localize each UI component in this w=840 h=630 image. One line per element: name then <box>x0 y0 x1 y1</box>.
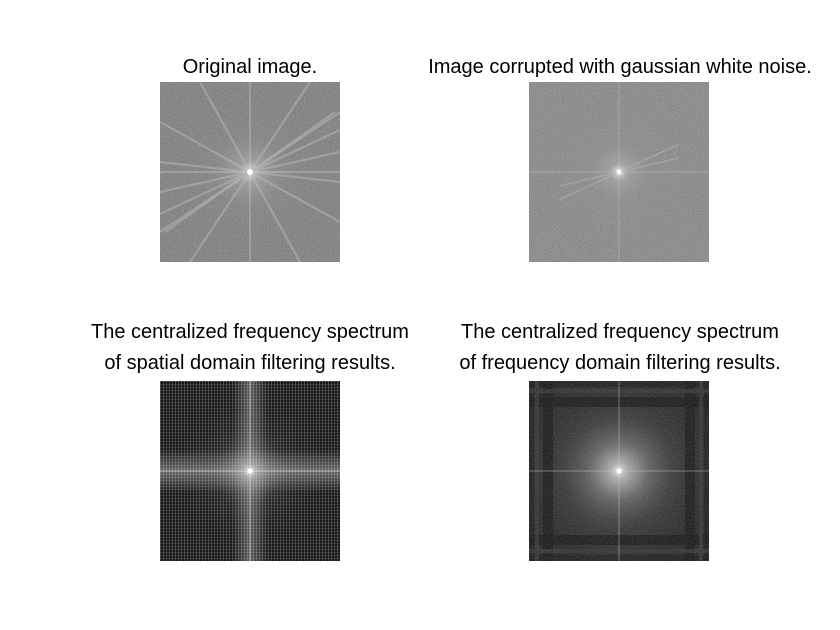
panel-title-line: Image corrupted with gaussian white nois… <box>428 56 812 78</box>
spectrum-spatial-svg <box>160 381 340 561</box>
panel-title-line: The centralized frequency spectrum <box>461 321 779 343</box>
spectrum-image-original <box>160 82 340 262</box>
panel-title-line: The centralized frequency spectrum <box>91 321 409 343</box>
panel-title-line: of frequency domain filtering results. <box>459 352 781 374</box>
panel-title-noisy: Image corrupted with gaussian white nois… <box>400 52 840 83</box>
spectrum-image-spatial-filter <box>160 381 340 561</box>
spectrum-image-noisy <box>529 82 709 262</box>
spectrum-noisy-svg <box>529 82 709 262</box>
spectrum-frequency-svg <box>529 381 709 561</box>
panel-title-frequency-filter: The centralized frequency spectrum of fr… <box>430 317 810 379</box>
panel-title-line: Original image. <box>182 56 318 78</box>
spectrum-image-frequency-filter <box>529 381 709 561</box>
panel-title-line: of spatial domain filtering results. <box>104 352 396 374</box>
panel-title-original: Original image. <box>150 52 350 83</box>
panel-title-spatial-filter: The centralized frequency spectrum of sp… <box>60 317 440 379</box>
spectrum-original-svg <box>160 82 340 262</box>
